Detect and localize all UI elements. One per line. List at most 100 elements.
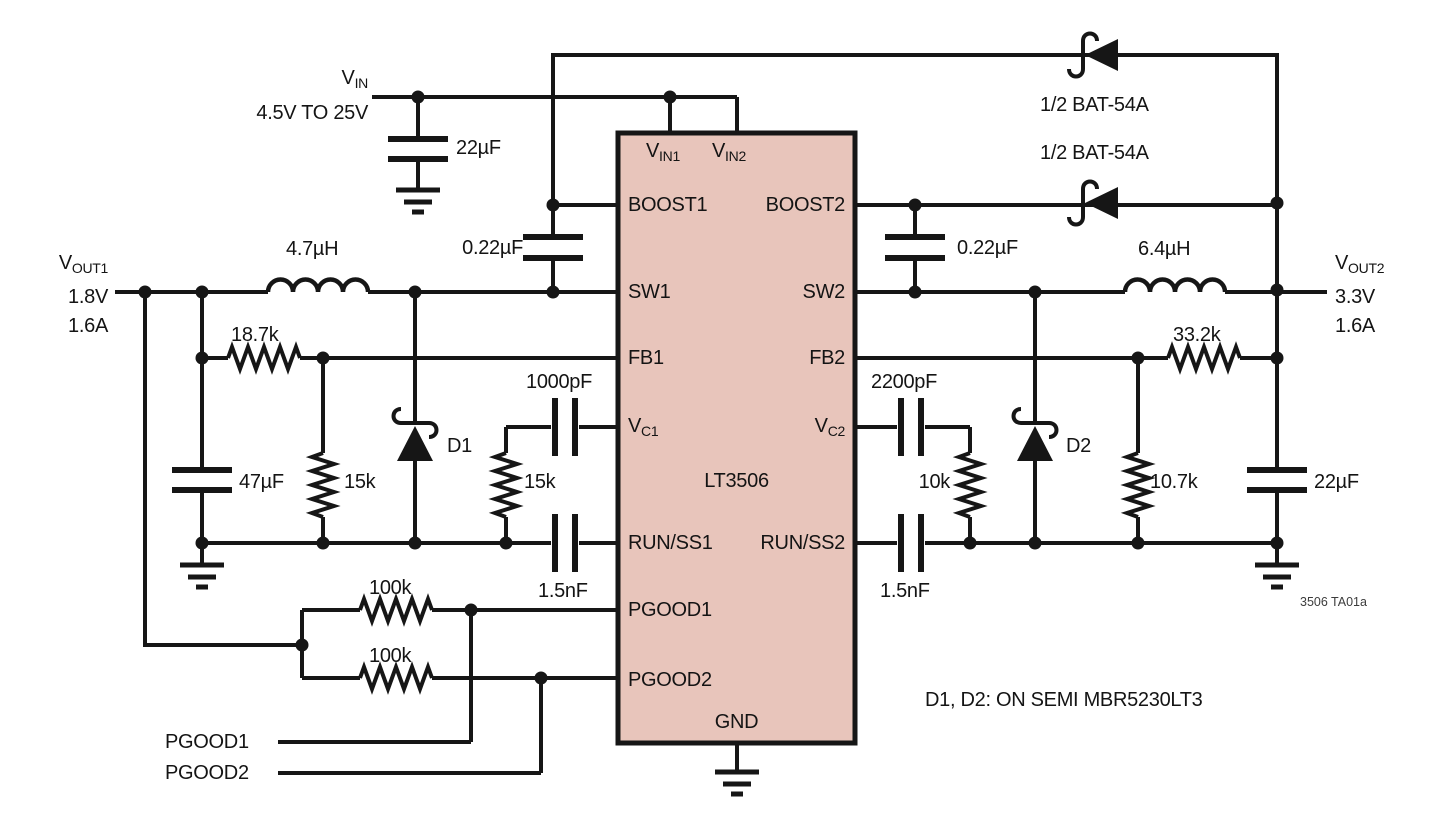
capacitor-boost1-022uf	[523, 234, 583, 261]
boost-cap2-label: 0.22µF	[957, 237, 1018, 259]
input-cap-label: 22µF	[456, 137, 501, 159]
vc2-cap-label: 2200pF	[871, 371, 938, 393]
ground-rail1	[180, 562, 224, 590]
vout2-voltage: 3.3V	[1335, 286, 1375, 308]
fb1-top-res-label: 18.7k	[231, 324, 279, 346]
ic-pin-runss1: RUN/SS1	[628, 532, 713, 554]
diode-d1	[391, 407, 439, 461]
ss2-cap-label: 1.5nF	[880, 580, 930, 602]
diodes	[391, 31, 1118, 461]
ground-input	[396, 187, 440, 215]
fb2-top-res-label: 33.2k	[1173, 324, 1221, 346]
fb1-bottom-res-label: 15k	[344, 471, 376, 493]
ground-ic	[715, 769, 759, 797]
ic-pin-vc1: VC1	[628, 415, 659, 439]
capacitor-out2-22uf	[1247, 467, 1307, 493]
ground-rail2	[1255, 562, 1299, 590]
inductor-l1-label: 4.7µH	[286, 238, 339, 260]
resistors	[226, 341, 1242, 695]
pgood2-res-label: 100k	[369, 645, 412, 667]
ic-pin-boost1: BOOST1	[628, 194, 708, 216]
resistor-pgood2-100k	[358, 661, 434, 695]
ground-symbols	[180, 187, 1299, 797]
vout1-name: VOUT1	[58, 252, 108, 276]
capacitor-input-22uf	[388, 136, 448, 162]
resistor-vc2-10k	[952, 451, 988, 519]
boost-diode-2-schottky-bar	[1067, 179, 1099, 227]
vc2-res-label: 10k	[918, 471, 951, 493]
ic-pin-pgood2: PGOOD2	[628, 669, 712, 691]
out2-cap-label: 22µF	[1314, 471, 1359, 493]
resistor-fb1-bottom-15k	[305, 451, 341, 519]
wires-input-top	[372, 53, 1279, 565]
pgood1-res-label: 100k	[369, 577, 412, 599]
ic-outline	[615, 130, 858, 746]
boost-diode-1-arrow	[1085, 39, 1118, 71]
inductor-l1-47uh	[265, 277, 371, 293]
ic-pin-fb1: FB1	[628, 347, 664, 369]
wires-compensation	[504, 425, 972, 543]
capacitor-out1-47uf	[172, 467, 232, 493]
fb2-bottom-res-label: 10.7k	[1150, 471, 1198, 493]
diode-d2	[1011, 407, 1059, 461]
boost-diode1-label: 1/2 BAT-54A	[1040, 94, 1149, 116]
vout1-voltage: 1.8V	[68, 286, 108, 308]
pgood2-signal-label: PGOOD2	[165, 762, 249, 784]
diode-d1-label: D1	[447, 435, 472, 457]
inductor-l2-64uh	[1122, 277, 1228, 293]
ic-part-number: LT3506	[704, 470, 769, 492]
vout1-terminal-label: VOUT1 1.8V 1.6A	[59, 249, 108, 341]
capacitor-ss2-15nf	[898, 514, 924, 572]
capacitor-ss1-15nf	[552, 514, 578, 572]
pgood1-signal-label: PGOOD1	[165, 731, 249, 753]
inductor-l2-label: 6.4µH	[1138, 238, 1191, 260]
diode-d2-schottky-bar	[1011, 407, 1059, 439]
diode-d1-arrow	[397, 426, 433, 461]
capacitor-boost2-022uf	[885, 234, 945, 261]
diode-d2-arrow	[1017, 426, 1053, 461]
ic-pin-fb2: FB2	[809, 347, 845, 369]
resistor-fb1-top-187k	[226, 341, 302, 375]
wires-pgood	[278, 608, 618, 775]
vc1-res-label: 15k	[524, 471, 556, 493]
capacitors	[172, 136, 1307, 572]
inductors	[265, 277, 1228, 293]
ic-pin-runss2: RUN/SS2	[760, 532, 845, 554]
vin-range: 4.5V TO 25V	[256, 102, 368, 124]
boost-diode2-label: 1/2 BAT-54A	[1040, 142, 1149, 164]
junction-dots	[138, 90, 1284, 685]
vout1-current: 1.6A	[68, 315, 108, 337]
ic-pin-vin2: VIN2	[712, 140, 746, 164]
wires-feedback	[202, 356, 1277, 543]
ic-pin-sw2: SW2	[802, 281, 846, 303]
ic-pin-gnd: GND	[714, 711, 759, 733]
capacitor-vc1-1000pf	[552, 398, 578, 456]
ic-pin-boost2: BOOST2	[765, 194, 846, 216]
ic-pin-pgood1: PGOOD1	[628, 599, 712, 621]
diode-note: D1, D2: ON SEMI MBR5230LT3	[925, 689, 1203, 711]
out1-cap-label: 47µF	[239, 471, 284, 493]
vout2-name: VOUT2	[1335, 252, 1385, 276]
vc1-cap-label: 1000pF	[526, 371, 593, 393]
wires-catch-diodes	[413, 292, 1037, 543]
diode-d2-label: D2	[1066, 435, 1091, 457]
ic-pin-vc2: VC2	[814, 415, 846, 439]
vout2-current: 1.6A	[1335, 315, 1375, 337]
boost-diode-2	[1067, 179, 1118, 227]
vin-name: VIN	[341, 67, 369, 91]
resistor-vc1-15k	[488, 451, 524, 519]
resistor-fb2-bottom-107k	[1120, 451, 1156, 519]
vout2-terminal-label: VOUT2 3.3V 1.6A	[1335, 249, 1384, 341]
resistor-fb2-top-332k	[1166, 341, 1242, 375]
ic-pin-vin1: VIN1	[646, 140, 680, 164]
figure-reference: 3506 TA01a	[1300, 595, 1367, 609]
ss1-cap-label: 1.5nF	[538, 580, 588, 602]
vin-terminal-label: VIN 4.5V TO 25V	[256, 63, 368, 128]
boost-diode-1-schottky-bar	[1067, 31, 1099, 79]
ic-body	[615, 130, 858, 746]
resistor-pgood1-100k	[358, 593, 434, 627]
diode-d1-schottky-bar	[391, 407, 439, 439]
boost-diode-1	[1067, 31, 1118, 79]
